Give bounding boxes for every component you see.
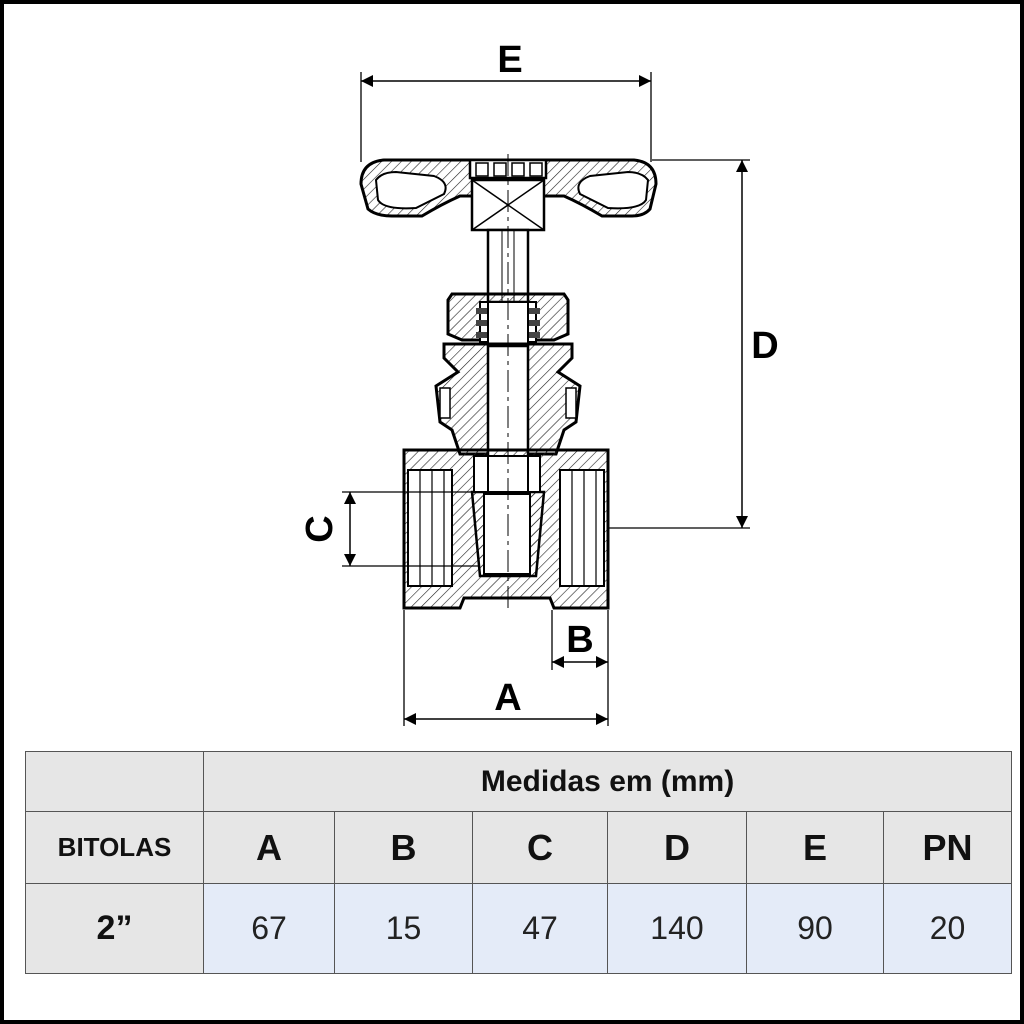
valve-body [402,448,610,610]
value-c: 47 [472,883,608,974]
specs-table: Medidas em (mm) BITOLAS A B C D E PN 2” … [25,751,1013,974]
value-d: 140 [607,883,747,974]
table-row: 2” 67 15 47 140 90 20 [25,883,1013,974]
table-title-row: Medidas em (mm) [25,751,1013,812]
bitola-value: 2” [25,883,204,974]
table-header-row: BITOLAS A B C D E PN [25,811,1013,884]
dimension-c: C [299,491,480,567]
dimension-d: D [608,159,779,529]
dim-label-b: B [566,619,593,661]
col-header-a: A [203,811,335,884]
col-header-e: E [746,811,884,884]
value-pn: 20 [882,883,1013,974]
row-header-bitolas: BITOLAS [25,811,204,884]
col-header-c: C [472,811,608,884]
value-e: 90 [746,883,884,974]
dim-label-a: A [494,677,521,719]
dim-label-e: E [497,39,522,81]
table-corner-cell [25,751,204,812]
col-header-d: D [607,811,747,884]
value-a: 67 [203,883,335,974]
table-title: Medidas em (mm) [202,751,1013,812]
col-header-pn: PN [882,811,1013,884]
dim-label-c: C [299,515,341,542]
gate-valve-drawing: E D C B A [299,39,779,726]
col-header-b: B [334,811,473,884]
dimension-e: E [360,39,652,162]
dimension-a: A [403,610,608,726]
value-b: 15 [334,883,473,974]
dim-label-d: D [751,325,778,367]
dimension-b: B [551,610,609,726]
